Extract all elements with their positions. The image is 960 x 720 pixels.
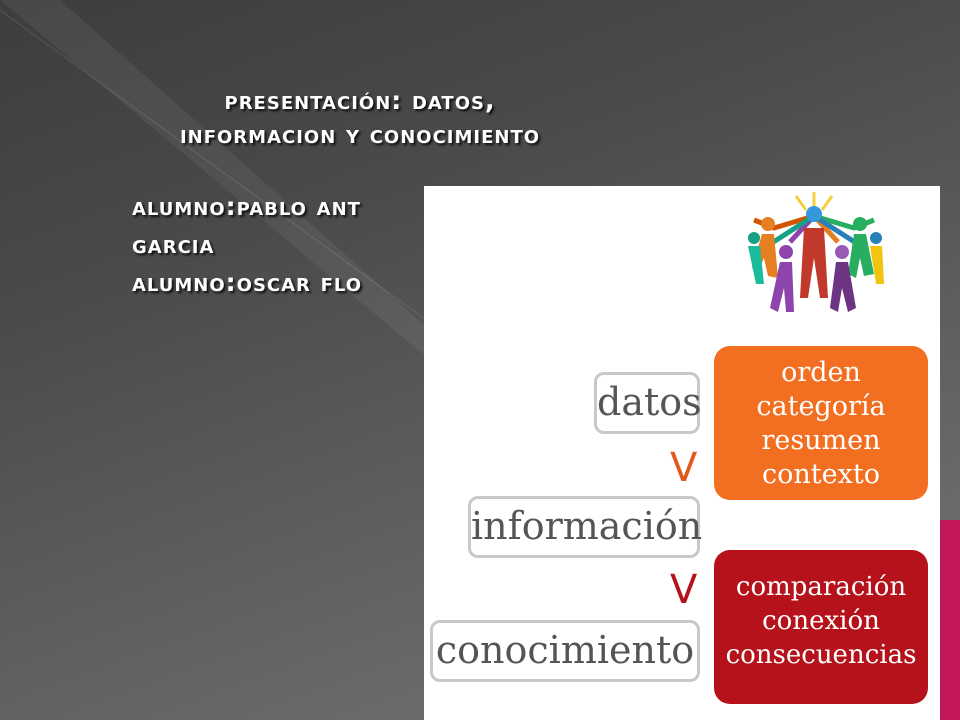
arrow-down-2: V — [670, 567, 698, 613]
red-box: comparación conexión consecuencias — [714, 550, 928, 704]
orange-item-contexto: contexto — [762, 459, 880, 490]
diagram-image: datos información conocimiento V V orden… — [424, 186, 940, 720]
arrow-down-1: V — [670, 445, 698, 491]
level-datos: datos — [594, 372, 702, 434]
author-line-1: ALUMNO:PABLO ANT — [132, 192, 361, 221]
people-network-icon — [748, 192, 884, 312]
slide-title: Presentación: DATOS, INFORMACION Y CONOC… — [60, 84, 660, 152]
title-line-1: Presentación: DATOS, — [224, 86, 496, 115]
accent-bar — [940, 520, 960, 720]
level-informacion: información — [468, 496, 702, 558]
author-list: ALUMNO:PABLO ANT GARCIA ALUMNO:OSCAR FLO — [132, 188, 432, 302]
orange-item-categoria: categoría — [756, 391, 886, 422]
red-item-consecuencias: consecuencias — [725, 640, 917, 670]
orange-item-orden: orden — [781, 357, 861, 388]
red-item-conexion: conexión — [762, 606, 880, 636]
red-item-comparacion: comparación — [735, 572, 907, 602]
orange-box: orden categoría resumen contexto — [714, 346, 928, 500]
author-line-3: ALUMNO:OSCAR FLO — [132, 268, 363, 297]
level-conocimiento: conocimiento — [430, 620, 700, 682]
title-line-2: INFORMACION Y CONOCIMIENTO — [179, 120, 541, 149]
author-line-2: GARCIA — [132, 230, 215, 259]
orange-item-resumen: resumen — [761, 425, 881, 456]
